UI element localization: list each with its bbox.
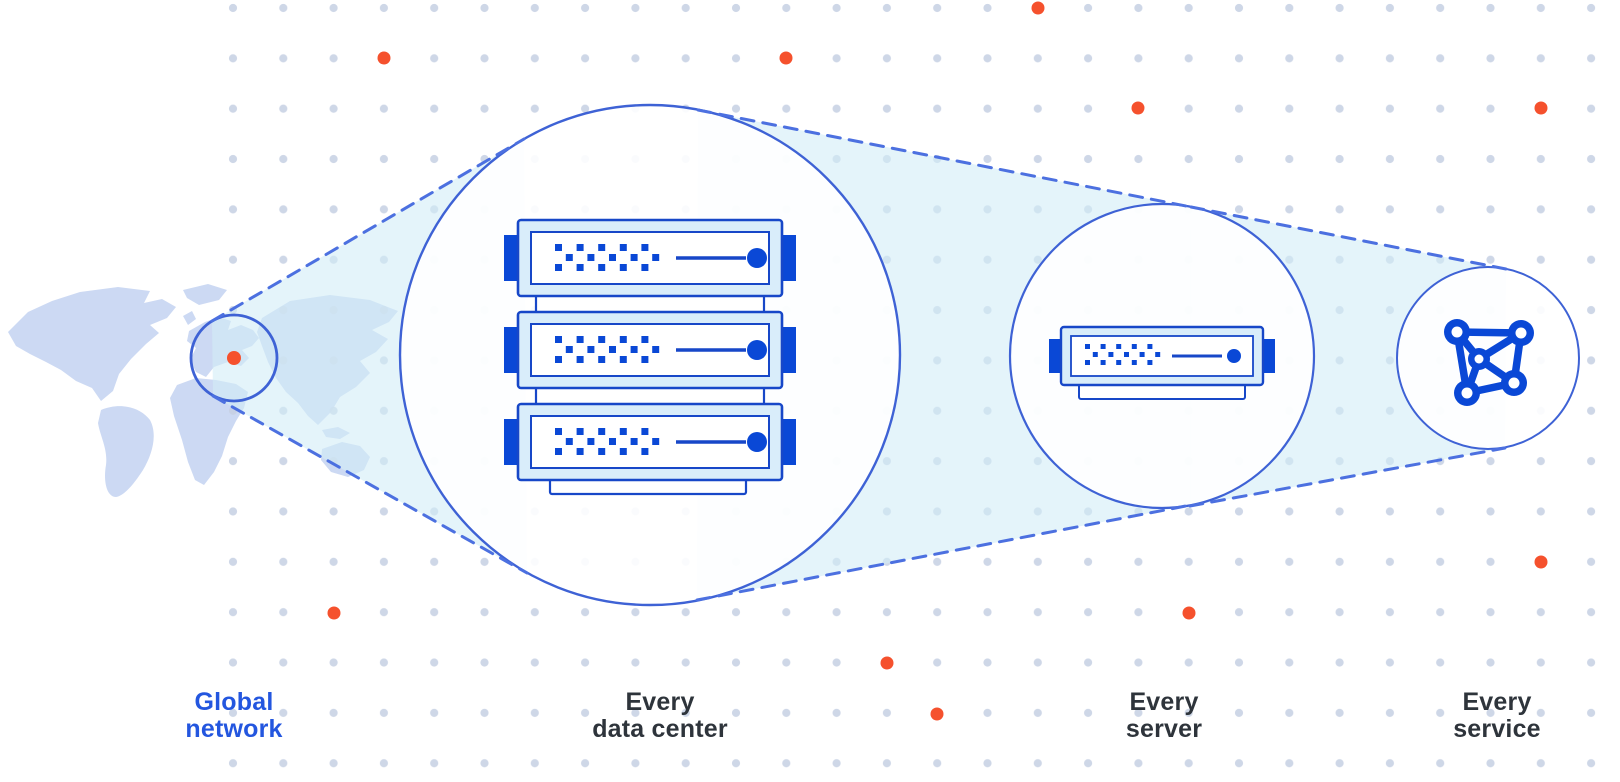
server-vent-dots — [555, 336, 660, 363]
dash-bottom-map-datacenter — [211, 394, 529, 575]
server-side-tab — [782, 419, 796, 465]
every-data-center-label-line1: Every — [625, 688, 694, 716]
server-led — [747, 432, 767, 452]
accent-dot — [1031, 1, 1045, 15]
map-uk — [183, 311, 196, 325]
location-marker-dot — [227, 351, 241, 365]
accent-dots — [327, 1, 1548, 721]
accent-dot — [1182, 606, 1196, 620]
dash-top-map-datacenter — [210, 137, 526, 323]
network-mesh-icon — [1444, 319, 1534, 406]
dash-bottom-server-service — [1188, 446, 1507, 508]
server-side-tab — [1263, 339, 1275, 373]
global-network-label-line2: network — [185, 715, 282, 743]
mesh-nodes — [1444, 319, 1534, 406]
every-service-label-line1: Every — [1462, 688, 1531, 716]
server-led — [1227, 349, 1241, 363]
accent-dot — [930, 707, 944, 721]
global-network-label-line1: Global — [195, 688, 274, 716]
server-side-tab — [504, 327, 518, 373]
server-side-tab — [782, 327, 796, 373]
server-rack-icon — [504, 218, 796, 496]
server-vent-dots — [1085, 344, 1161, 365]
accent-dot — [1534, 101, 1548, 115]
server-side-tab — [1049, 339, 1061, 373]
server-vent-dots — [555, 244, 660, 271]
every-data-center-label-line2: data center — [592, 715, 728, 743]
global-network-circle — [189, 313, 279, 403]
accent-dot — [1534, 555, 1548, 569]
dash-top-server-service — [1189, 205, 1508, 271]
every-service-label-line2: service — [1453, 715, 1541, 743]
server-unit — [504, 402, 796, 482]
server-led — [747, 340, 767, 360]
server-unit — [504, 218, 796, 298]
map-north-america — [8, 287, 176, 401]
every-server-label-line2: server — [1126, 715, 1202, 743]
server-faceplate — [1070, 335, 1254, 377]
server-side-tab — [782, 235, 796, 281]
dash-top-datacenter-server — [696, 108, 1193, 209]
server-led — [747, 248, 767, 268]
server-side-tab — [504, 419, 518, 465]
server-side-tab — [504, 235, 518, 281]
server-icon — [1049, 325, 1275, 400]
accent-dot — [377, 51, 391, 65]
accent-dot — [327, 606, 341, 620]
accent-dot — [880, 656, 894, 670]
server-unit — [504, 310, 796, 390]
accent-dot — [1131, 101, 1145, 115]
dash-bottom-datacenter-server — [695, 503, 1193, 602]
diagram-labels: Global network Every data center Every s… — [185, 688, 1540, 743]
dashed-connectors — [210, 108, 1508, 602]
server-vent-dots — [555, 428, 660, 455]
accent-dot — [779, 51, 793, 65]
map-south-america — [98, 406, 154, 497]
every-server-label-line1: Every — [1129, 688, 1198, 716]
